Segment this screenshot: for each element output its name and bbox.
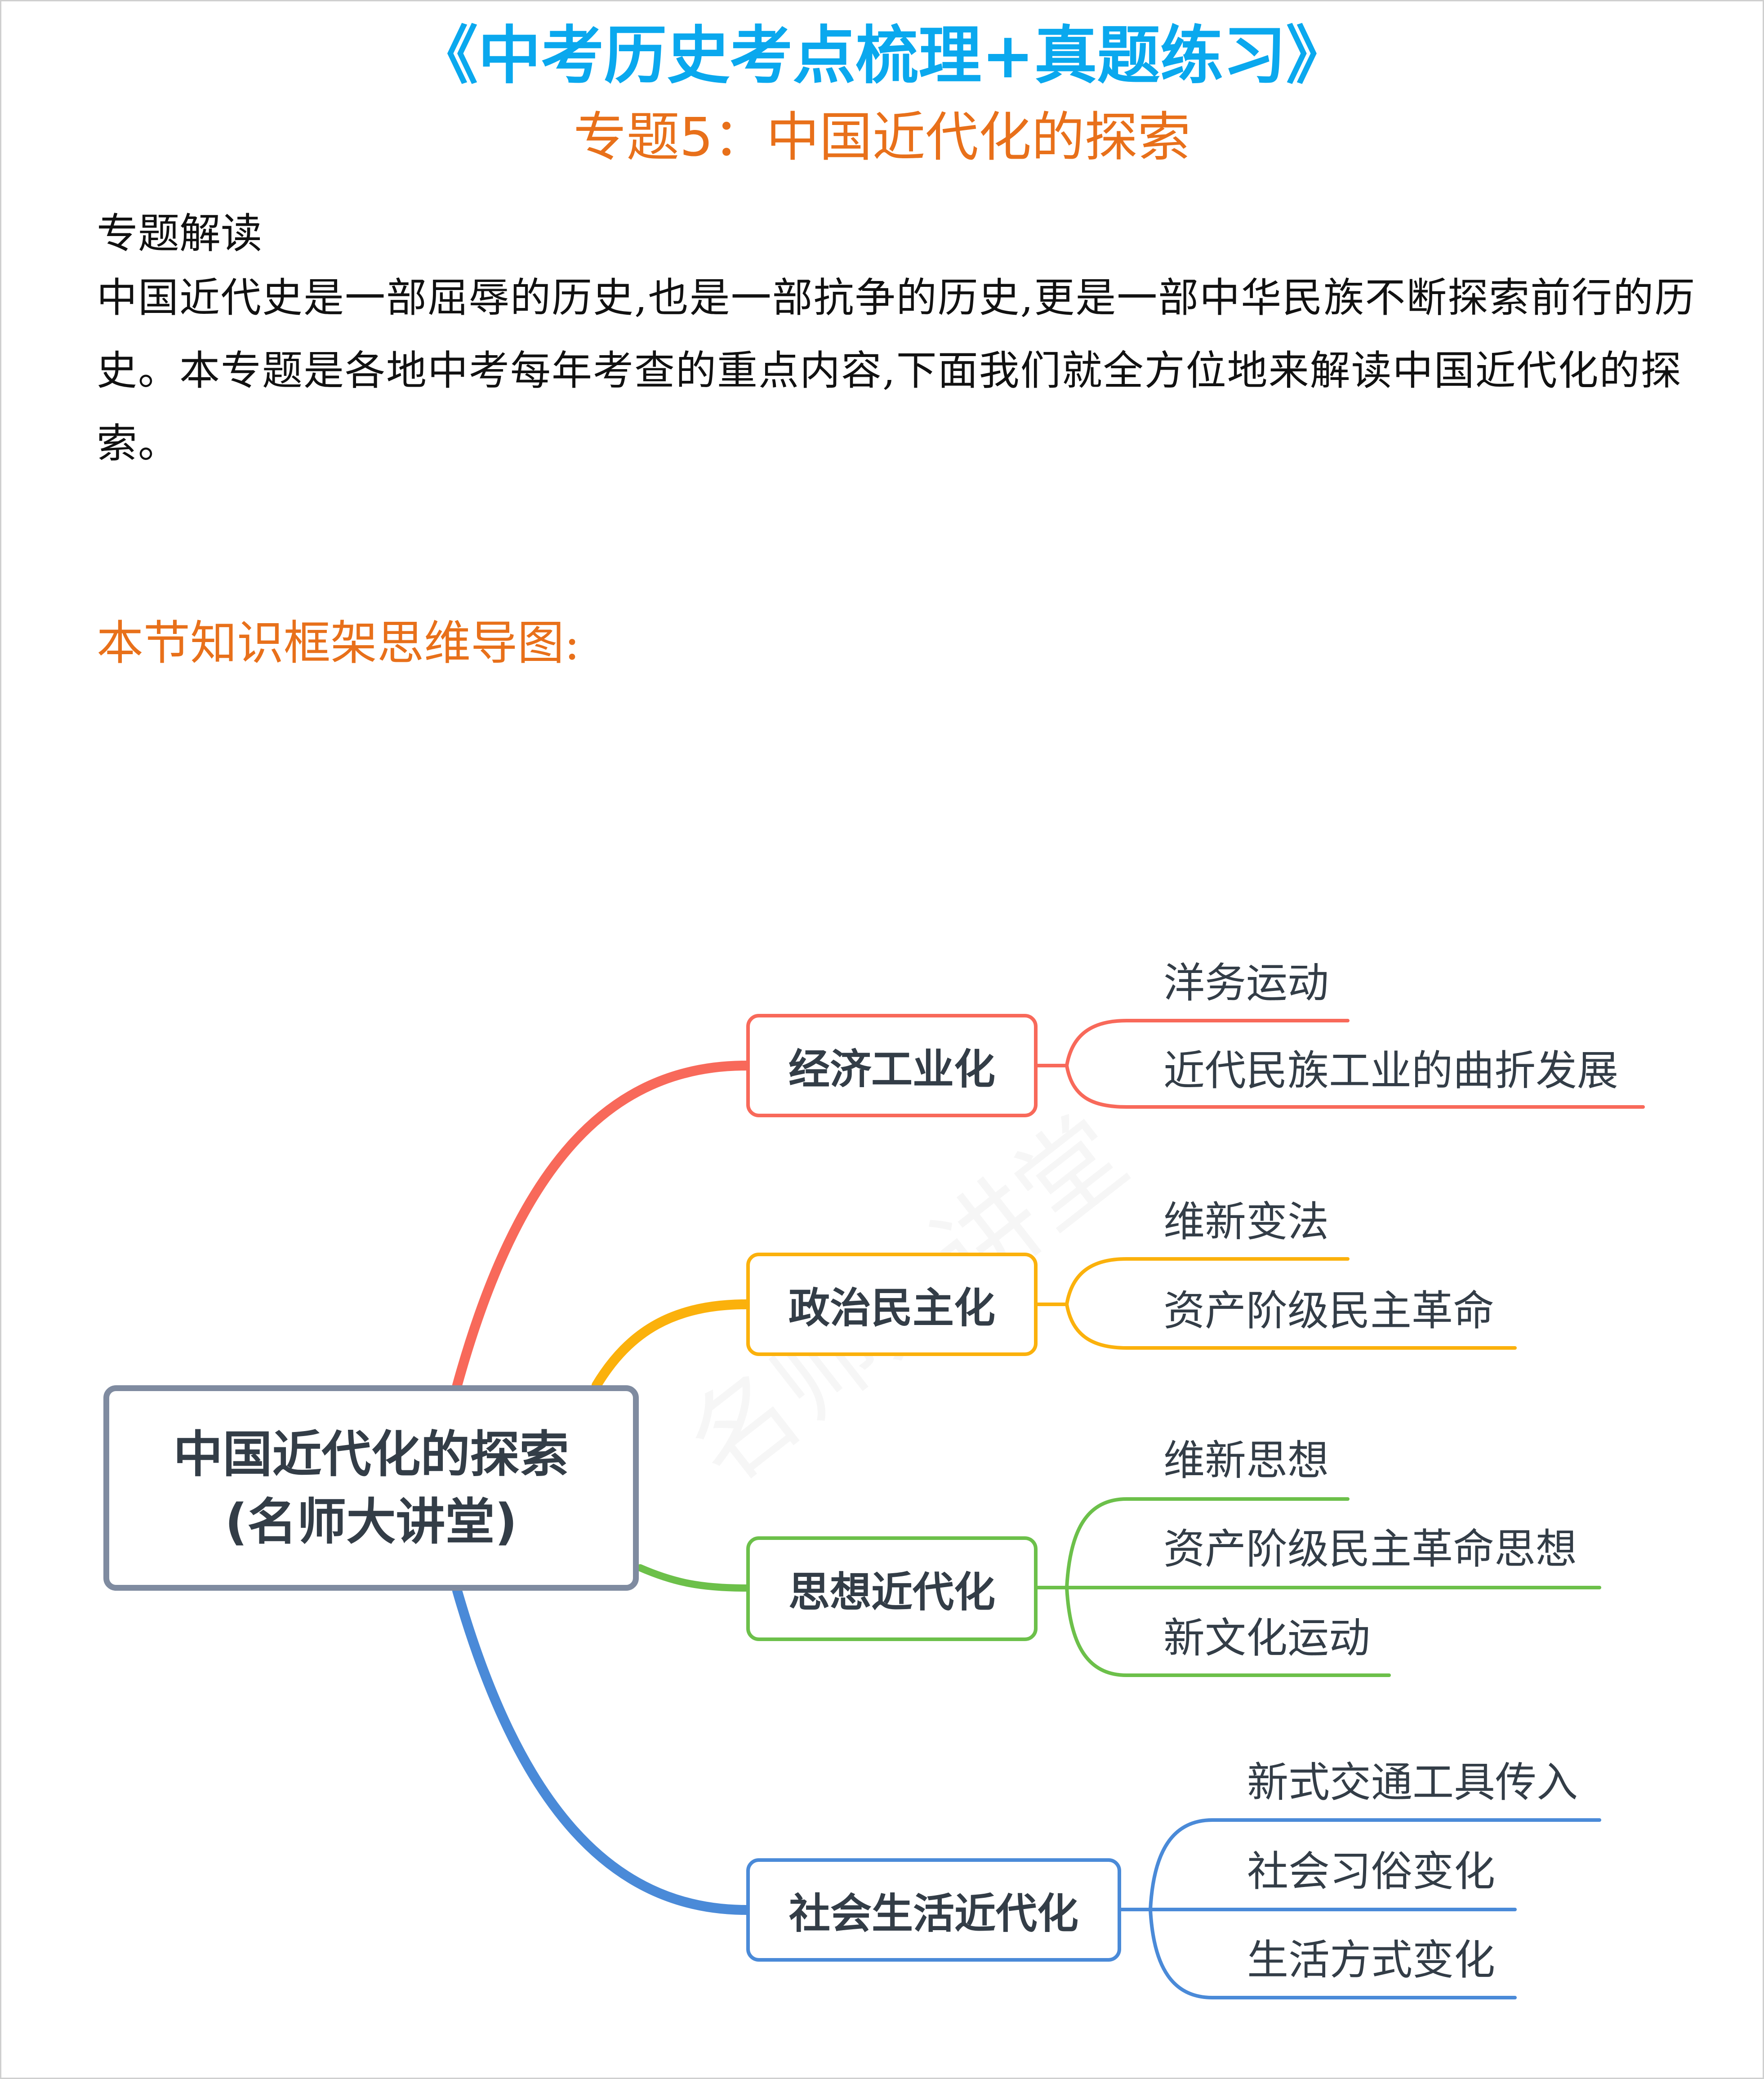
connector-pol [592,1299,751,1390]
leaf-node[interactable]: 新文化运动 [1163,1614,1371,1662]
leaf-lines-econ [1036,1019,1645,1109]
leaf-node[interactable]: 洋务运动 [1163,959,1329,1007]
topic-subtitle: 专题5：中国近代化的探索 [573,106,1191,168]
leaf-node[interactable]: 新式交通工具传入 [1247,1758,1578,1807]
root-title: 中国近代化的探索 [173,1425,569,1483]
mindmap-heading: 本节知识框架思维导图: [97,616,580,670]
leaf-node[interactable]: 维新变法 [1163,1198,1329,1246]
connector-social [452,1586,751,1915]
leaf-node[interactable]: 资产阶级民主革命 [1163,1287,1495,1335]
branch-political-democratization[interactable]: 政治民主化 [746,1253,1038,1356]
leaf-node[interactable]: 社会习俗变化 [1247,1847,1496,1896]
leaf-node[interactable]: 资产阶级民主革命思想 [1163,1525,1577,1573]
branch-social-life-modernization[interactable]: 社会生活近代化 [746,1858,1121,1962]
leaf-node[interactable]: 维新思想 [1163,1437,1329,1485]
leaf-lines-pol [1036,1257,1517,1350]
connector-thought [637,1564,750,1592]
root-subtitle: (名师大讲堂) [225,1493,517,1551]
leaf-lines-thought [1036,1497,1601,1677]
intro-paragraph: 中国近代史是一部屈辱的历史,也是一部抗争的历史,更是一部中华民族不断探索前行的历… [97,274,1696,467]
leaf-node[interactable]: 生活方式变化 [1247,1936,1496,1984]
leaf-lines-social [1119,1818,1601,1999]
branch-economic-industrialization[interactable]: 经济工业化 [746,1014,1038,1117]
intro-heading: 专题解读 [97,210,263,258]
leaf-node[interactable]: 近代民族工业的曲折发展 [1163,1047,1619,1095]
branch-thought-modernization[interactable]: 思想近代化 [746,1536,1038,1641]
connector-econ [452,1061,751,1390]
mindmap-root-node[interactable]: 中国近代化的探索 (名师大讲堂) [103,1385,639,1591]
document-title: 《中考历史考点梳理+真题练习》 [415,19,1349,93]
